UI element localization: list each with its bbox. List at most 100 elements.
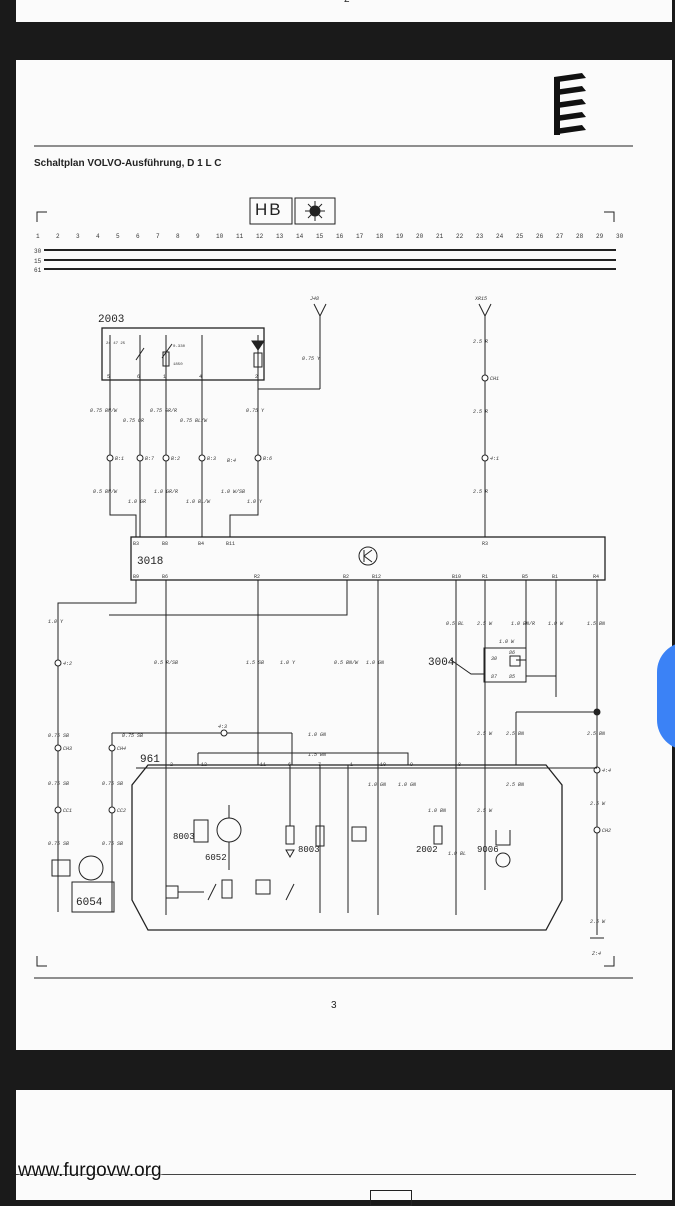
pin-label: 10	[380, 762, 386, 768]
pin-label: B3	[133, 541, 139, 547]
pin-label: B6	[162, 574, 168, 580]
pin-label: B9	[133, 574, 139, 580]
wire-label: 2.5 W	[477, 731, 493, 737]
wire-label: 1.0 W	[499, 639, 515, 645]
relay-pin-label: 87	[491, 674, 497, 680]
hb-box	[249, 197, 293, 225]
pin-label: B5	[522, 574, 528, 580]
ruler-number: 3	[76, 233, 80, 240]
ruler-number: 7	[156, 233, 160, 240]
wire-label: 4:3	[218, 724, 227, 730]
wire-label: B:7	[145, 456, 154, 462]
ruler-number: 12	[256, 233, 264, 240]
sun-icon	[294, 197, 336, 225]
ruler-number: 17	[356, 233, 364, 240]
wire-label: CH2	[602, 828, 611, 834]
wire-label: Z:4	[591, 951, 601, 957]
wire-label: 2.5 BN	[506, 782, 524, 788]
label-961: 961	[140, 754, 160, 766]
wire-label: 1.0 GN	[366, 660, 384, 666]
wire-label: 0.75 GR	[123, 418, 144, 424]
label-9006: 9006	[477, 845, 499, 855]
pin-label: R3	[482, 541, 488, 547]
ruler-number: 1	[36, 233, 40, 240]
page-number: 3	[331, 1000, 337, 1011]
label-2003-resistor: 1850	[173, 363, 183, 367]
ruler-number: 11	[236, 233, 244, 240]
wire-label: 0.75 SB	[48, 781, 69, 787]
wire-label: CH4	[117, 746, 126, 752]
wire-label: B:4	[227, 458, 236, 464]
wire-label: CC2	[117, 808, 126, 814]
brand-logo-icon	[554, 73, 586, 135]
wire-label: 1.0 BL	[448, 851, 466, 857]
wire-label: 2.5 W	[590, 919, 606, 925]
wire-label: 0.5 R/SB	[154, 660, 178, 666]
wire-label: B:2	[171, 456, 180, 462]
wire-label: 1.0 BN	[428, 808, 446, 814]
wire-label: 1.0 W/SB	[221, 489, 245, 495]
wire-label: 1.0 Y	[247, 499, 263, 505]
pin-label: B12	[372, 574, 381, 580]
wire-label: 0.75 BN/W	[90, 408, 118, 414]
sun-symbol-icon	[305, 201, 325, 221]
hb-label: HB	[255, 200, 283, 219]
ruler-number: 27	[556, 233, 564, 240]
wire-label: 2.5 R	[473, 409, 488, 415]
label-3018: 3018	[137, 556, 163, 568]
ruler-number: 2	[56, 233, 60, 240]
wire-label: 2.5 R	[473, 489, 488, 495]
pin-label: B4	[198, 541, 204, 547]
label-2003: 2003	[98, 314, 124, 326]
ruler-number: 23	[476, 233, 484, 240]
wire-label: 1.0 GN	[368, 782, 386, 788]
previous-page: 2	[16, 0, 672, 22]
page-title: Schaltplan VOLVO-Ausführung, D 1 L C	[34, 158, 222, 169]
label-3004: 3004	[428, 657, 455, 669]
ruler-number: 22	[456, 233, 464, 240]
wire-label: 2.5 W	[477, 621, 493, 627]
wire-label: 0.5 BN/W	[334, 660, 359, 666]
relay-pin-label: 30	[491, 656, 497, 662]
wire-label: CH3	[63, 746, 72, 752]
wire-label: 0.75 SB	[102, 841, 123, 847]
previous-page-number: 2	[344, 0, 350, 5]
relay-pin-label: 85	[509, 674, 515, 680]
ruler-number: 21	[436, 233, 444, 240]
label-2003-range: 0-330	[173, 345, 186, 349]
bus-label-15: 15	[34, 258, 42, 265]
wire-label: 1.0 GN	[398, 782, 416, 788]
ruler-number: 5	[116, 233, 120, 240]
wire-label: 1.0 W	[548, 621, 564, 627]
pin-label: R4	[593, 574, 599, 580]
pin-label: 2	[255, 374, 258, 380]
scroll-handle[interactable]	[657, 642, 675, 750]
wire-label: 2.5 BN	[506, 731, 524, 737]
wire-label: 1.0 BL/W	[186, 499, 211, 505]
wire-label: 1.0 GR/R	[154, 489, 178, 495]
ruler-number: 18	[376, 233, 384, 240]
pin-label: 4	[199, 374, 202, 380]
pin-label: B11	[226, 541, 235, 547]
pin-label: B10	[452, 574, 461, 580]
wire-label: 4:4	[602, 768, 611, 774]
wire-label: 0.75 BL/W	[180, 418, 208, 424]
pin-label: R2	[254, 574, 260, 580]
relay-pin-label: 86	[509, 650, 515, 656]
wire-label: B:3	[207, 456, 216, 462]
label-8003a: 8003	[173, 832, 195, 842]
document-page: Schaltplan VOLVO-Ausführung, D 1 L C 3	[16, 60, 672, 1050]
wire-label: 1.0 BN/R	[511, 621, 535, 627]
wire-label: 2.5 W	[590, 801, 606, 807]
pin-label: 12	[201, 762, 207, 768]
wire-label: 1.0 Y	[48, 619, 64, 625]
pin-label: B2	[343, 574, 349, 580]
wire-label: 0.75 SB	[48, 841, 69, 847]
ruler-number: 9	[196, 233, 200, 240]
wire-label: J48	[310, 296, 319, 302]
wire-label: 0.75 SB	[122, 733, 143, 739]
ruler-number: 24	[496, 233, 504, 240]
site-watermark: www.furgovw.org	[18, 1160, 162, 1181]
label-2002: 2002	[416, 845, 438, 855]
